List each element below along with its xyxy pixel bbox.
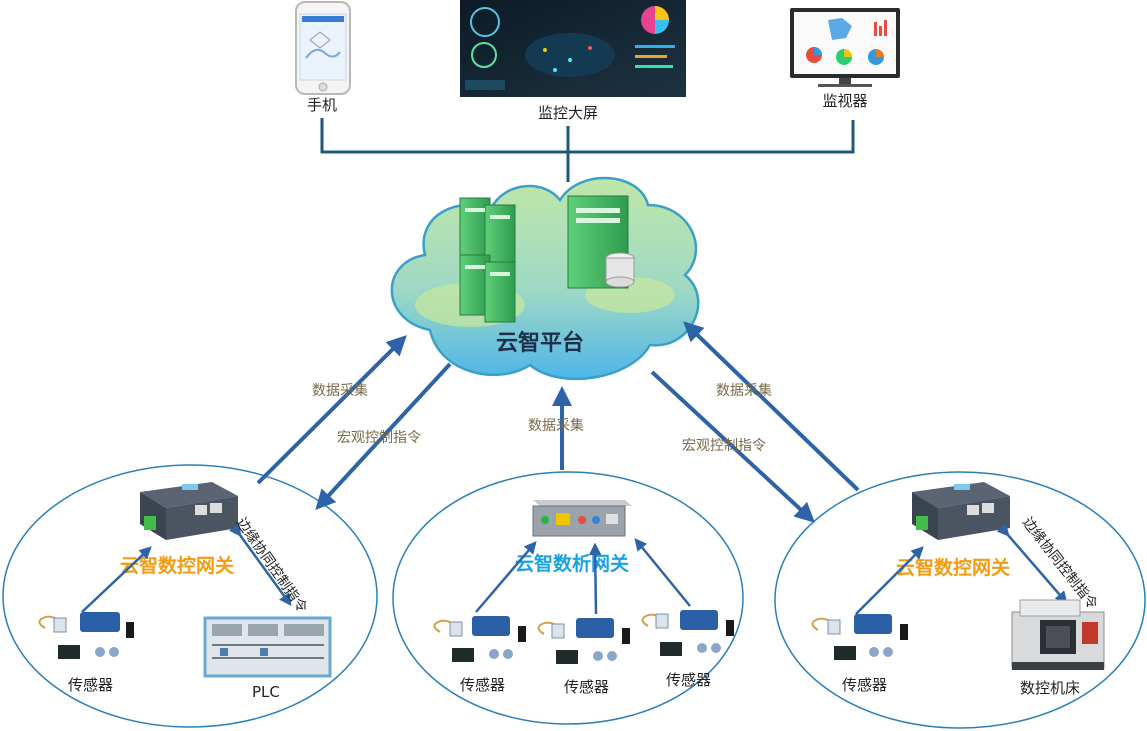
big-screen-label: 监控大屏 bbox=[538, 104, 598, 122]
right-collect-arrow bbox=[683, 321, 860, 492]
left-edge-arrow bbox=[229, 523, 292, 607]
right-collect-label: 数据采集 bbox=[716, 382, 772, 399]
right-edge-arrow bbox=[996, 523, 1068, 604]
plc-label: PLC bbox=[252, 683, 280, 701]
phone-label: 手机 bbox=[307, 96, 337, 114]
center-sensor-arrow-2 bbox=[588, 542, 602, 615]
phone-icon bbox=[295, 1, 351, 95]
left-gateway-label: 云智数控网关 bbox=[120, 554, 234, 577]
center-sensor-arrow-1 bbox=[475, 541, 537, 613]
right-zone-ellipse bbox=[774, 471, 1146, 729]
monitor-label: 监视器 bbox=[822, 92, 867, 110]
right-gateway-icon bbox=[912, 482, 1010, 540]
database-server-icon bbox=[567, 195, 635, 289]
right-control-arrow bbox=[650, 370, 815, 523]
center-sensor-label-1: 传感器 bbox=[460, 676, 505, 694]
monitor-icon bbox=[790, 8, 900, 87]
right-gateway-label: 云智数控网关 bbox=[896, 556, 1010, 579]
center-sensors-icon-3 bbox=[641, 610, 734, 656]
left-sensor-label: 传感器 bbox=[68, 676, 113, 694]
right-sensors-icon bbox=[811, 614, 908, 660]
left-collect-label: 数据采集 bbox=[312, 382, 368, 399]
left-collect-arrow bbox=[256, 335, 407, 485]
center-sensors-icon-1 bbox=[433, 616, 526, 662]
right-control-label: 宏观控制指令 bbox=[682, 438, 766, 454]
left-gateway-icon bbox=[140, 482, 238, 540]
right-sensor-label: 传感器 bbox=[842, 676, 887, 694]
center-sensor-arrow-3 bbox=[634, 538, 691, 607]
center-gateway-icon bbox=[532, 500, 632, 537]
left-control-label: 宏观控制指令 bbox=[337, 430, 421, 446]
server-rack-icon bbox=[459, 197, 516, 323]
left-control-arrow bbox=[315, 362, 452, 510]
center-zone-ellipse bbox=[392, 471, 744, 725]
left-zone-ellipse bbox=[2, 464, 378, 728]
left-sensor-arrow bbox=[81, 546, 152, 613]
center-gateway-label: 云智数析网关 bbox=[515, 552, 629, 575]
cnc-machine-icon bbox=[1011, 599, 1105, 670]
center-sensor-label-2: 传感器 bbox=[564, 678, 609, 696]
right-sensor-arrow bbox=[855, 546, 924, 615]
center-sensors-icon-2 bbox=[537, 618, 630, 664]
right-edge-label: 边缘协同控制指令 bbox=[1019, 515, 1101, 613]
plc-cabinet-icon bbox=[203, 616, 332, 678]
left-sensors-icon bbox=[38, 612, 134, 659]
center-collect-label: 数据采集 bbox=[528, 417, 584, 434]
big-screen-icon bbox=[460, 0, 686, 97]
platform-label: 云智平台 bbox=[496, 330, 584, 356]
left-edge-label: 边缘协同控制指令 bbox=[233, 515, 310, 616]
center-sensor-label-3: 传感器 bbox=[666, 671, 711, 689]
device-connector-line bbox=[320, 118, 855, 182]
cnc-machine-label: 数控机床 bbox=[1020, 679, 1080, 697]
